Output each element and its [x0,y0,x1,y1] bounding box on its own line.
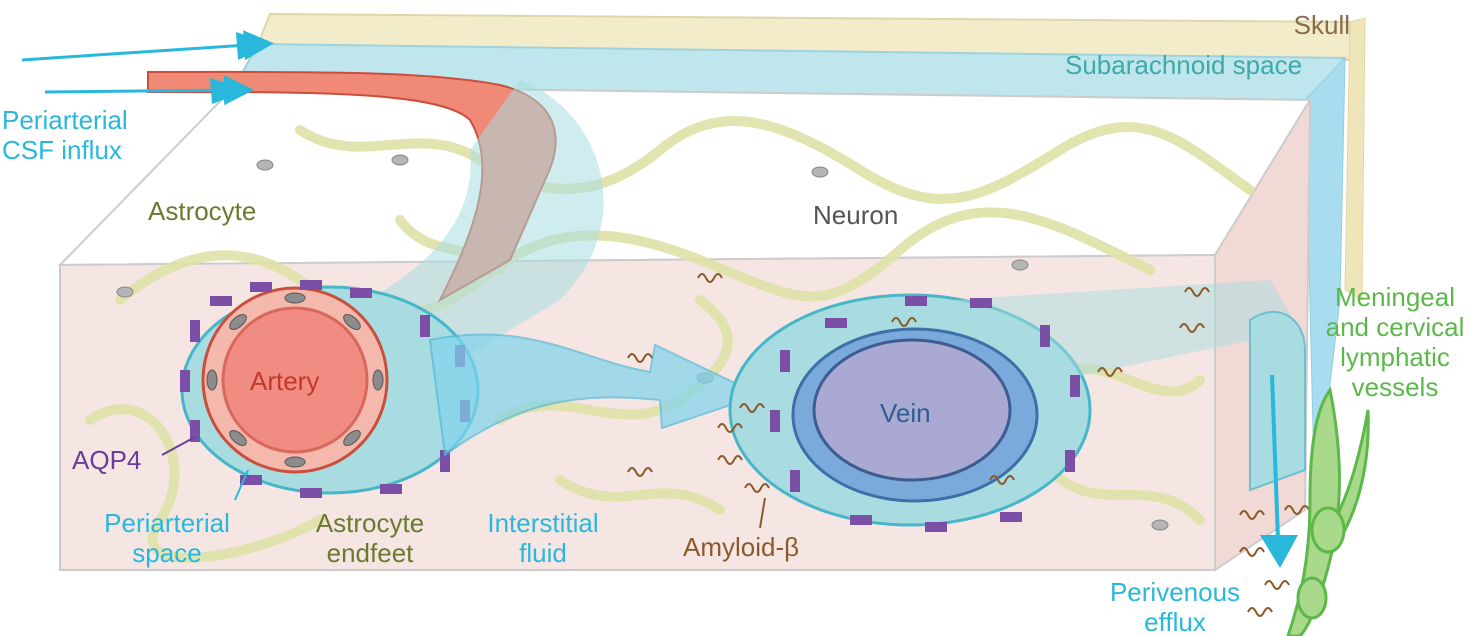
perivenous-efflux-label-line1: Perivenous [1109,577,1241,607]
lymphatic-vessels [1286,386,1370,636]
csf-influx-label-line1: Periarterial [2,105,128,135]
artery-label: Artery [250,366,320,396]
amyloid-leader [759,497,766,529]
skull-side [1344,17,1366,301]
csf-influx-label: Periarterial CSF influx [2,105,128,165]
lymphatic-vessels-label: Meningeal and cervical lymphatic vessels [1310,282,1480,402]
vein-lumen [812,338,1012,482]
periarterial-space-label-line2: space [132,538,202,568]
neuron-label: Neuron [813,200,899,230]
perivenous-efflux-tube [1249,310,1306,492]
csf-arrowheads [210,32,272,104]
perivenous-efflux-arrow [1270,374,1280,541]
astrocyte-endfeet-label-line2: endfeet [326,538,414,568]
lymphatic-label-line2: and cervical [1325,312,1465,342]
perivenous-efflux-label-line2: efflux [1144,607,1206,636]
interstitial-fluid-label-line1: Interstitial [487,508,599,538]
astrocyte-network [85,116,1255,563]
aqp4-markers-vein [770,296,1080,532]
astrocyte-endfeet-label: Astrocyte endfeet [300,508,440,568]
astrocyte-label: Astrocyte [148,196,257,226]
skull-label: Skull [1293,10,1350,40]
aqp4-label: AQP4 [72,445,142,475]
csf-influx-arrows [21,30,274,106]
brain-top-surface [57,84,1312,267]
csf-influx-label-line2: CSF influx [2,135,122,165]
periarterial-space-label-line1: Periarterial [104,508,230,538]
subarachnoid-space-label: Subarachnoid space [1065,50,1303,80]
lymphatic-label-line1: Meningeal [1335,282,1455,312]
periarterial-space-leader [234,469,249,501]
lymphatic-label-line3: lymphatic [1340,342,1450,372]
periarterial-space-label: Periarterial space [82,508,252,568]
artery-endothelial-cells [206,292,384,468]
artery-cross-section-inner [221,306,369,454]
interstitial-fluid-label: Interstitial fluid [468,508,618,568]
interstitial-fluid-label-line2: fluid [519,538,567,568]
perivenous-efflux-label: Perivenous efflux [1090,577,1260,636]
vein-label: Vein [880,398,931,428]
amyloid-beta-label: Amyloid-β [683,532,800,562]
perivenous-sheath [950,280,1300,380]
amyloid-beta-deposits [627,273,1310,617]
perivenous-efflux-arrowhead [1260,535,1298,568]
aqp4-leader [161,436,196,456]
lymphatic-label-line4: vessels [1351,372,1439,402]
interstitial-flow-arrow [428,333,763,457]
astrocyte-endfeet-label-line1: Astrocyte [315,508,425,538]
